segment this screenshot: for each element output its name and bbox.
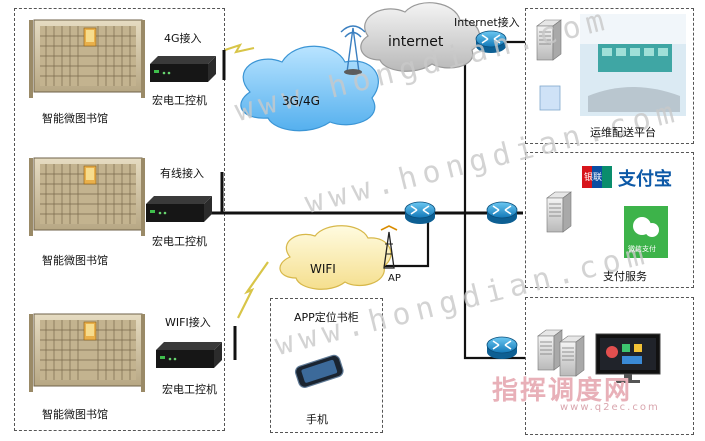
ops-panel — [525, 8, 694, 144]
mobile-phone-icon — [294, 354, 344, 388]
wireless-link-4g — [224, 43, 255, 54]
wechat-pay-logo — [624, 206, 668, 258]
terminal-panel — [14, 8, 225, 431]
watermark-logo-sub: www.q2ec.com — [560, 402, 660, 413]
controller-label: 宏电工控机 — [162, 383, 217, 396]
mgmt-panel — [525, 297, 694, 435]
controller-device — [156, 326, 237, 368]
access-wifi-label: WIFI接入 — [165, 316, 211, 329]
app-title: APP定位书柜 — [294, 311, 359, 324]
pay-panel — [525, 152, 694, 288]
access-4g-label: 4G接入 — [164, 32, 202, 45]
wechat-pay-text: 微信支付 — [628, 245, 656, 253]
wireless-link-wifi — [237, 261, 269, 319]
server-icon — [537, 329, 563, 371]
phone-label: 手机 — [306, 413, 328, 426]
cloud-internet-label: internet — [388, 34, 444, 50]
controller-device — [150, 50, 226, 82]
unionpay-text: 银联 — [584, 173, 603, 183]
pay-service-label: 支付服务 — [603, 270, 647, 283]
library-label: 智能微图书馆 — [42, 254, 108, 267]
router-icon — [486, 201, 518, 225]
access-wired-label: 有线接入 — [160, 167, 204, 180]
watermark-logo: 指挥调度网 — [492, 376, 633, 406]
ap-tower-icon — [380, 225, 398, 269]
controller-label: 宏电工控机 — [152, 94, 207, 107]
app-panel — [270, 298, 383, 433]
cloud-3g4g — [240, 45, 379, 132]
cloud-wifi-label: WIFI — [310, 262, 336, 276]
server-icon — [546, 191, 572, 233]
cloud-3g4g-label: 3G/4G — [282, 94, 320, 108]
controller-device — [146, 172, 224, 222]
unionpay-logo — [582, 166, 612, 188]
library-label: 智能微图书馆 — [42, 112, 108, 125]
router-icon — [404, 201, 436, 225]
ops-platform-label: 运维配送平台 — [590, 126, 656, 139]
library-cabinet — [28, 313, 146, 393]
library-label: 智能微图书馆 — [42, 408, 108, 421]
library-cabinet — [28, 19, 146, 99]
ap-label: AP — [388, 273, 401, 284]
dashboard-monitor — [595, 333, 661, 383]
router-icon — [486, 336, 518, 360]
alipay-text: 支付宝 — [618, 169, 672, 190]
cloud-internet — [360, 2, 481, 72]
cloud-wifi — [279, 225, 392, 290]
access-internet-label: Internet接入 — [454, 16, 520, 29]
cell-tower-icon — [340, 25, 366, 75]
library-cabinet — [28, 157, 146, 237]
controller-label: 宏电工控机 — [152, 235, 207, 248]
control-room-photo — [539, 14, 686, 116]
